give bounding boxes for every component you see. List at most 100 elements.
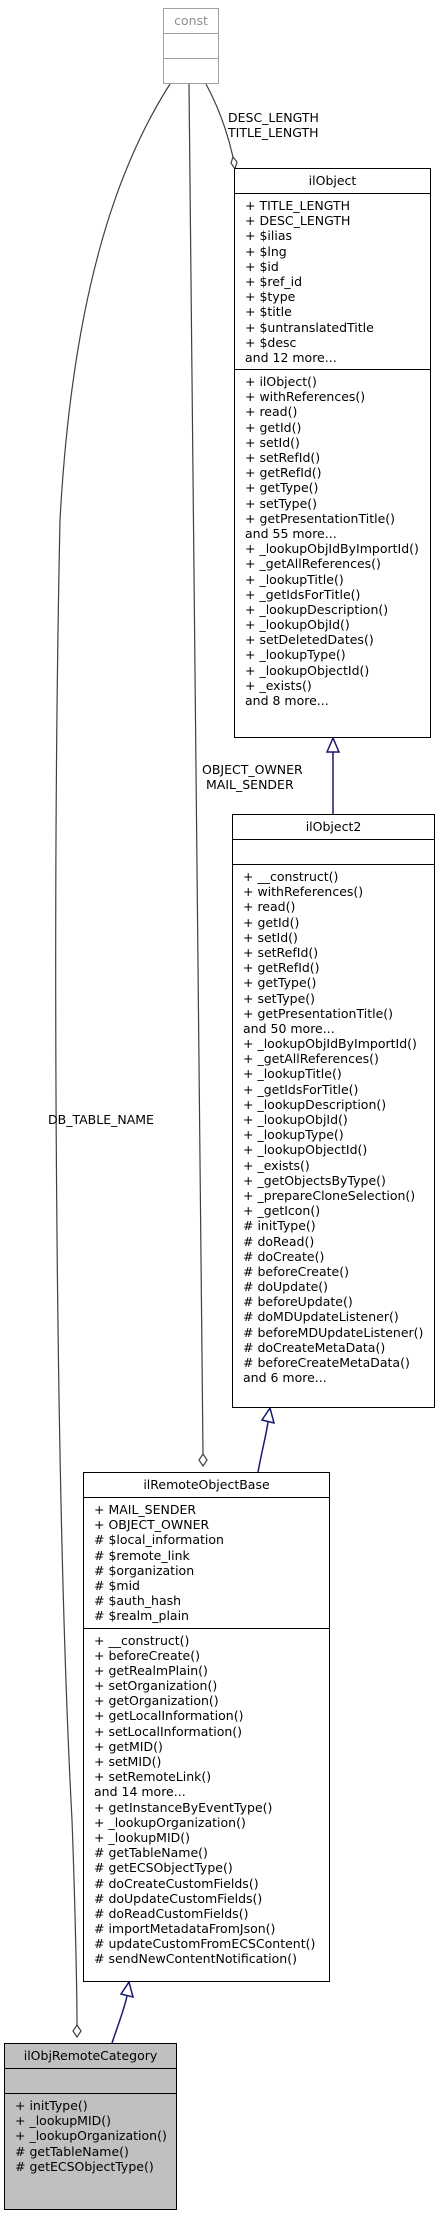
- class-member: + setId(): [243, 929, 298, 945]
- class-member: + withReferences(): [245, 389, 366, 405]
- class-member: + read(): [245, 404, 298, 420]
- class-member: # $organization: [94, 1562, 195, 1578]
- class-member: + MAIL_SENDER: [94, 1502, 197, 1517]
- class-member: # initType(): [243, 1218, 316, 1234]
- edge-label-line: DESC_LENGTH: [228, 110, 319, 125]
- class-member: + _getIcon(): [243, 1203, 321, 1219]
- attributes-section: [164, 33, 218, 58]
- class-member: # doRead(): [243, 1233, 315, 1249]
- class-member: + setType(): [245, 495, 318, 511]
- class-member: + beforeCreate(): [94, 1647, 200, 1663]
- class-member: # sendNewContentNotification(): [94, 1951, 297, 1967]
- class-member: # beforeMDUpdateListener(): [243, 1324, 424, 1340]
- attributes-section: + TITLE_LENGTH+ DESC_LENGTH+ $ilias+ $ln…: [235, 193, 430, 369]
- class-member: # getECSObjectType(): [94, 1860, 233, 1876]
- class-member: # doMDUpdateListener(): [243, 1309, 399, 1325]
- class-ilremoteobjectbase[interactable]: ilRemoteObjectBase + MAIL_SENDER+ OBJECT…: [83, 1472, 330, 1982]
- class-member: + $id: [245, 258, 279, 274]
- class-member: # $mid: [94, 1577, 140, 1593]
- methods-section: + ilObject()+ withReferences()+ read() + …: [235, 369, 430, 712]
- diamond-ilobjremotecategory: [72, 2023, 82, 2039]
- class-member: + _lookupOrganization(): [94, 1814, 246, 1830]
- class-member: + getType(): [243, 975, 317, 991]
- class-member: + _getAllReferences(): [243, 1051, 379, 1067]
- class-member: # doUpdate(): [243, 1279, 329, 1295]
- class-member: + $type: [245, 289, 296, 305]
- class-member: + _exists(): [243, 1157, 310, 1173]
- edge-label-line: DB_TABLE_NAME: [48, 1112, 154, 1127]
- edge-const-ilobject: [205, 83, 234, 158]
- class-member: + $ilias: [245, 228, 292, 244]
- class-ilobjremotecategory[interactable]: ilObjRemoteCategory + initType()+ _looku…: [4, 2043, 177, 2210]
- methods-section: + initType()+ _lookupMID()+ _lookupOrgan…: [5, 2093, 176, 2178]
- methods-section: [164, 58, 218, 85]
- class-member: # importMetadataFromJson(): [94, 1921, 276, 1937]
- class-member: + _getAllReferences(): [245, 556, 381, 572]
- class-member: + OBJECT_OWNER: [94, 1517, 210, 1533]
- class-member: + $ref_id: [245, 273, 303, 289]
- class-member: + $title: [245, 304, 292, 320]
- class-member: + _lookupObjIdByImportId(): [243, 1036, 417, 1052]
- class-member: + __construct(): [94, 1632, 190, 1648]
- class-member: + _lookupType(): [243, 1127, 344, 1143]
- class-member: + _lookupObjectId(): [243, 1142, 368, 1158]
- class-member: and 50 more...: [243, 1020, 335, 1036]
- class-member: # $remote_link: [94, 1547, 190, 1563]
- class-member: # $realm_plain: [94, 1608, 189, 1624]
- class-member: # $local_information: [94, 1532, 224, 1548]
- edge-label-line: MAIL_SENDER: [206, 777, 294, 792]
- class-member: + setLocalInformation(): [94, 1723, 243, 1739]
- class-title: ilObject: [308, 173, 357, 188]
- class-member: + setMID(): [94, 1754, 162, 1769]
- class-title: ilObject2: [305, 819, 362, 834]
- attributes-section: [5, 2068, 176, 2093]
- class-member: + setRefId(): [243, 944, 319, 960]
- edge-const-ilremoteobjectbase: [188, 83, 204, 1455]
- class-member: and 8 more...: [245, 693, 329, 708]
- methods-section: + __construct()+ beforeCreate()+ getReal…: [84, 1627, 329, 1971]
- edge-label-const-ilobject: DESC_LENGTH TITLE_LENGTH: [228, 110, 319, 140]
- class-member: + _getIdsForTitle(): [243, 1081, 359, 1097]
- class-member: + getRealmPlain(): [94, 1662, 208, 1678]
- class-member: + _exists(): [245, 677, 312, 693]
- edge-label-const-ilobjremotecategory: DB_TABLE_NAME: [48, 1112, 154, 1127]
- edge-label-line: OBJECT_OWNER: [202, 762, 303, 777]
- edge-const-ilobjremotecategory: [55, 83, 171, 2026]
- class-const[interactable]: const: [163, 8, 219, 84]
- class-member: + read(): [243, 899, 296, 915]
- class-member: and 12 more...: [245, 349, 337, 365]
- class-member: + _lookupDescription(): [243, 1096, 387, 1112]
- class-member: + withReferences(): [243, 884, 364, 900]
- class-member: + setId(): [245, 434, 300, 450]
- class-member: + initType(): [15, 2098, 88, 2113]
- class-member: # beforeCreateMetaData(): [243, 1355, 410, 1370]
- class-member: + ilObject(): [245, 374, 317, 390]
- class-member: # doCreate(): [243, 1248, 325, 1264]
- class-member: + getInstanceByEventType(): [94, 1799, 273, 1815]
- class-member: + _lookupObjIdByImportId(): [245, 541, 419, 557]
- class-ilobject[interactable]: ilObject + TITLE_LENGTH+ DESC_LENGTH+ $i…: [234, 168, 431, 738]
- class-ilobject2[interactable]: ilObject2 + __construct()+ withReference…: [232, 814, 435, 1408]
- class-member: + _lookupTitle(): [245, 571, 344, 587]
- class-member: + getLocalInformation(): [94, 1708, 244, 1724]
- class-member: + $lng: [245, 243, 287, 259]
- edge-label-line: TITLE_LENGTH: [228, 125, 319, 140]
- class-member: + setRemoteLink(): [94, 1769, 212, 1785]
- class-member: # getTableName(): [15, 2143, 129, 2159]
- diamond-ilremoteobjectbase: [198, 1452, 208, 1468]
- arrowhead-ilobject2: [260, 1406, 276, 1425]
- class-member: + getOrganization(): [94, 1693, 219, 1709]
- class-member: # beforeCreate(): [243, 1263, 349, 1279]
- class-member: # doCreateMetaData(): [243, 1339, 386, 1355]
- methods-section: + __construct()+ withReferences()+ read(…: [233, 864, 434, 1389]
- class-member: + _lookupObjId(): [243, 1112, 348, 1127]
- class-member: # getECSObjectType(): [15, 2158, 154, 2174]
- class-member: + setRefId(): [245, 450, 321, 465]
- arrowhead-ilremoteobjectbase: [119, 1980, 135, 1999]
- arrowhead-ilobject: [325, 736, 341, 753]
- class-member: + getMID(): [94, 1738, 163, 1754]
- class-member: + DESC_LENGTH: [245, 213, 351, 229]
- class-member: # updateCustomFromECSContent(): [94, 1936, 316, 1952]
- class-member: + _lookupOrganization(): [15, 2128, 167, 2144]
- class-member: + _getObjectsByType(): [243, 1172, 386, 1188]
